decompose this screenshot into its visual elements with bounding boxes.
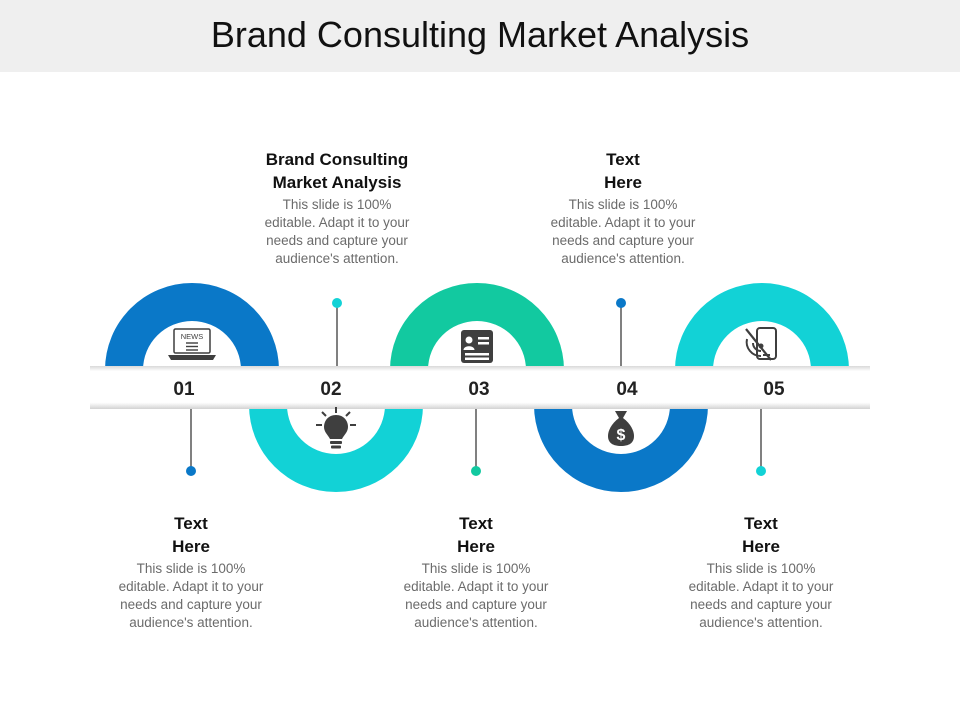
step-heading-01-line1: Text [174,514,208,533]
step-body-04-line3: needs and capture your [552,233,694,248]
step-heading-02-line1: Brand Consulting [265,150,409,169]
step-body-01-line1: This slide is 100% [136,561,246,576]
page-title: Brand Consulting Market Analysis [210,14,750,55]
arc-03 [390,283,564,370]
step-text-01: Text Here This slide is 100% editable. A… [101,512,281,632]
step-body-04-line1: This slide is 100% [568,197,678,212]
step-text-04: Text Here This slide is 100% editable. A… [533,148,713,268]
step-number-04: 04 [616,379,638,400]
step-body-03-line2: editable. Adapt it to your [403,579,549,594]
step-number-02: 02 [320,379,341,400]
step-body-05-line1: This slide is 100% [706,561,816,576]
arc-04 [534,405,708,492]
step-body-03-line3: needs and capture your [405,597,547,612]
step-body-02-line3: needs and capture your [266,233,408,248]
step-body-02-line2: editable. Adapt it to your [264,215,410,230]
step-text-05: Text Here This slide is 100% editable. A… [671,512,851,632]
timeline-band [90,366,870,409]
arc-05 [675,283,849,370]
step-heading-04-line1: Text [606,150,640,169]
step-heading-01-line2: Here [172,537,210,556]
step-body-02-line4: audience's attention. [275,251,399,266]
step-body-05-line4: audience's attention. [699,615,823,630]
stem-04 [616,298,626,366]
step-text-02: Brand Consulting Market Analysis This sl… [247,148,427,268]
title-bar [0,0,960,72]
step-number-05: 05 [763,379,785,400]
arc-01 [105,283,279,370]
stem-03 [471,409,481,476]
lightbulb-icon [316,407,356,449]
step-body-03-line4: audience's attention. [414,615,538,630]
step-number-03: 03 [468,379,489,400]
step-body-04-line4: audience's attention. [561,251,685,266]
step-body-02-line1: This slide is 100% [282,197,392,212]
step-body-01-line4: audience's attention. [129,615,253,630]
step-body-01-line2: editable. Adapt it to your [118,579,264,594]
step-body-01-line3: needs and capture your [120,597,262,612]
news-label: NEWS [181,332,204,341]
step-text-03: Text Here This slide is 100% editable. A… [386,512,566,632]
step-heading-03-line1: Text [459,514,493,533]
step-number-01: 01 [173,379,195,400]
stem-02 [332,298,342,366]
step-heading-05-line1: Text [744,514,778,533]
dollar-sign: $ [617,427,626,444]
news-laptop-icon: NEWS [168,328,216,360]
phone-signal-icon [745,327,777,361]
id-card-icon [461,330,493,363]
stem-01 [186,409,196,476]
step-heading-03-line2: Here [457,537,495,556]
step-heading-04-line2: Here [604,173,642,192]
step-body-05-line3: needs and capture your [690,597,832,612]
stem-05 [756,409,766,476]
step-body-04-line2: editable. Adapt it to your [550,215,696,230]
step-heading-02-line2: Market Analysis [272,173,402,192]
step-body-05-line2: editable. Adapt it to your [688,579,834,594]
arc-02 [249,405,423,492]
step-body-03-line1: This slide is 100% [421,561,531,576]
step-heading-05-line2: Here [742,537,780,556]
money-bag-icon: $ [608,411,634,446]
